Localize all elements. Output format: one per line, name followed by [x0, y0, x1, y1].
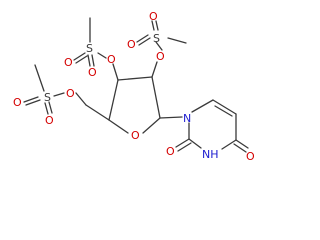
atom-oxygen-c2: O [166, 145, 175, 158]
bond-s1-o-bottom [44, 102, 49, 115]
bond-s3-methyl [167, 37, 187, 44]
bond-s1-o-ester [53, 92, 65, 97]
bonds [23, 17, 249, 153]
bond-s3-o-left-2 [138, 37, 151, 46]
bond-n1-c6 [191, 99, 214, 113]
bond-s1-o-top [23, 96, 39, 103]
bond-s1-o-bottom-2 [48, 101, 53, 114]
bond-s3-o-up [151, 20, 155, 31]
atom-oxygen-s3-ester: O [156, 50, 165, 63]
bond-s3-o-up-2 [155, 20, 159, 31]
atom-nitrogen-n1: N [183, 112, 191, 125]
atom-nitrogen-n3: NH [202, 148, 219, 161]
bond-c2-o [175, 138, 190, 148]
bond-c2-o [151, 61, 158, 78]
bond-c6-c5-inner [214, 105, 233, 117]
bond-s2-o-down [87, 54, 91, 67]
bond-s2-o-down-2 [91, 54, 95, 67]
structure-diagram: S O O O S O O O S O O O O N NH O O [13, 10, 255, 163]
bond-s2-o-left-2 [75, 55, 88, 64]
bond-s3-o-left [136, 34, 149, 43]
bond-c1-oring [142, 117, 161, 134]
atom-oxygen-s3-top: O [149, 10, 158, 23]
atom-oxygen-s1-ester: O [66, 87, 75, 100]
bond-s1-o-top-2 [25, 99, 41, 106]
atom-labels: S O O O S O O O S O O O O N NH O O [13, 10, 255, 163]
bond-c1-n1 [159, 116, 183, 119]
bond-c4-n3 [221, 139, 237, 150]
bond-methyl-s1 [34, 64, 45, 92]
bond-c6-c5 [212, 99, 237, 115]
atom-oxygen-s2-bottom: O [88, 66, 97, 79]
atom-oxygen-s2-ester: O [107, 53, 116, 66]
atom-sulfur-middle: S [86, 42, 93, 55]
bond-c2-c1 [151, 76, 161, 119]
atom-oxygen-s1-left: O [13, 96, 22, 109]
bond-n3-c2 [188, 138, 202, 149]
atom-oxygen-s3-left: O [127, 38, 136, 51]
bond-o-s3 [155, 41, 163, 51]
atom-oxygen-c4: O [246, 150, 255, 163]
bond-o-s2 [97, 52, 107, 59]
bond-c4-o [235, 139, 249, 149]
bond-c2-o-2 [177, 142, 192, 152]
atom-sulfur-left: S [44, 91, 51, 104]
bond-s2-o-left [73, 52, 86, 61]
atom-oxygen-s1-bottom: O [45, 114, 54, 127]
bond-oring-c4 [108, 119, 129, 134]
atom-sulfur-right: S [153, 32, 160, 45]
bond-c4-o-2 [233, 143, 247, 153]
bond-c3-o [112, 63, 119, 81]
atom-oxygen-ring: O [131, 129, 140, 142]
atom-oxygen-s2-left: O [64, 56, 73, 69]
bond-ch2-c4 [85, 104, 110, 121]
bond-c4-c3 [108, 79, 119, 121]
bond-c3-c2 [117, 76, 153, 81]
bond-o-ch2 [75, 92, 87, 106]
